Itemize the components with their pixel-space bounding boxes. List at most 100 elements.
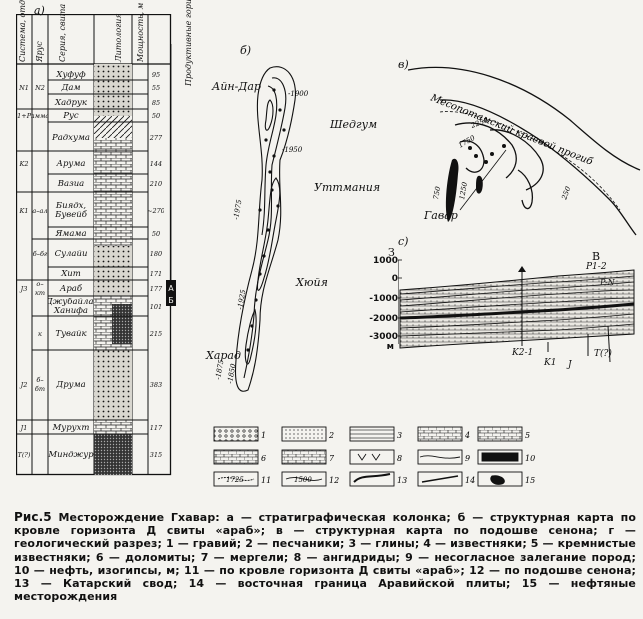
contour-label-b4: -1925 xyxy=(236,289,247,311)
legend-num-5: 5 xyxy=(525,431,530,440)
depth-minus-1000: -1000 xyxy=(369,294,398,304)
section-end-east: В xyxy=(592,250,601,263)
strat-row-formation: Биядх, Бувейб xyxy=(55,201,87,220)
header-lithology: Литология xyxy=(114,13,123,62)
contour-label-b5: -1875 xyxy=(214,359,225,381)
legend-contour-1725: 1725 xyxy=(226,476,244,484)
legend-num-10: 10 xyxy=(525,454,535,463)
figure-caption: Рис.5 Месторождение Гхавар: а — стратигр… xyxy=(14,510,636,604)
strat-row-stage: б–бг xyxy=(32,249,48,258)
strat-row-thickness: 177 xyxy=(149,284,163,293)
strat-row-formation: Мурухт xyxy=(52,422,90,433)
strat-row-thickness: 144 xyxy=(149,159,163,168)
legend-num-12: 12 xyxy=(329,476,339,485)
horizon-a: А xyxy=(168,284,174,293)
legend-num-11: 11 xyxy=(261,476,271,485)
legend-contour-1500: 1500 xyxy=(294,476,312,484)
legend-num-6: 6 xyxy=(261,454,266,463)
figure-number: Рис.5 xyxy=(14,510,52,524)
strat-row-formation: Тувайк xyxy=(55,328,87,339)
contour-label-b3: -1975 xyxy=(232,199,243,221)
legend-num-9: 9 xyxy=(465,454,470,463)
strat-row-system: J3 xyxy=(20,284,28,293)
strat-row-thickness: 180 xyxy=(149,249,163,258)
contour-label-v5: 250 xyxy=(560,185,573,202)
legend-num-2: 2 xyxy=(328,431,334,440)
place-ain-dar: Айн-Дар xyxy=(212,80,261,93)
strat-row-thickness: ~270 xyxy=(148,206,164,215)
trough-label: Месопотамский краевой прогиб xyxy=(428,92,595,168)
stratigraphic-column: А Б xyxy=(16,14,176,476)
panel-label-b: б) xyxy=(240,44,252,57)
contour-label-b2: -1950 xyxy=(282,146,303,154)
strat-row-thickness: 215 xyxy=(149,329,163,338)
place-haradh: Харад xyxy=(206,349,241,362)
strat-row-formation: Ямама xyxy=(55,229,87,239)
regional-map-v: Месопотамский краевой прогиб 2250 1750 7… xyxy=(407,66,641,236)
strat-row-stage: а–ал xyxy=(32,206,48,215)
place-uthmaniya: Уттмания xyxy=(314,181,381,194)
strat-row-thickness: 315 xyxy=(149,450,163,459)
strat-row-formation: Минджур xyxy=(48,449,94,460)
contour-label-b6: -1850 xyxy=(226,363,237,385)
header-productive: Продуктивные горизонты xyxy=(184,0,193,86)
strat-row-stage: N2 xyxy=(35,84,45,92)
strat-row-system: T(?) xyxy=(17,450,31,459)
header-stage: Ярус xyxy=(35,41,44,62)
strat-row-thickness: 117 xyxy=(149,423,163,432)
depth-0: 0 xyxy=(391,274,398,284)
strat-row-thickness: 50 xyxy=(151,112,161,120)
legend-num-8: 8 xyxy=(397,454,402,463)
strat-row-formation: Дам xyxy=(61,83,81,93)
strat-row-stage: о–кт xyxy=(34,282,46,296)
header-formation: Серия, свита xyxy=(58,3,67,62)
depth-minus-3000: -3000 xyxy=(369,332,398,342)
strat-row-formation: Араб xyxy=(59,283,83,294)
strat-row-formation: Арума xyxy=(56,158,86,169)
layer-label-t: T(?) xyxy=(594,349,612,359)
contour-label-v2: 1750 xyxy=(457,134,477,150)
strat-row-formation: Хит xyxy=(61,269,81,279)
panel-label-a: а) xyxy=(34,4,45,17)
horizon-b: Б xyxy=(168,296,174,305)
strat-row-stage: Даммам xyxy=(32,112,48,120)
legend-num-7: 7 xyxy=(329,454,335,463)
place-shedgum: Шедгум xyxy=(330,118,378,131)
layer-label-k1: K1 xyxy=(544,358,557,368)
strat-row-thickness: 171 xyxy=(149,270,163,278)
strat-row-stage: б–бт xyxy=(34,376,46,393)
structural-map-b: -1900 -1950 -1975 -1925 -1875 -1850 xyxy=(214,66,309,392)
legend: 1 2 3 4 5 6 7 8 9 10 11 12 13 14 15 1725… xyxy=(213,426,535,487)
strat-row-system: J1 xyxy=(20,423,28,432)
legend-num-1: 1 xyxy=(261,431,266,440)
header-system: Система, отдел xyxy=(18,0,27,62)
contour-label-b1: -1900 xyxy=(288,90,309,98)
depth-1000: 1000 xyxy=(372,256,398,266)
strat-row-thickness: 85 xyxy=(151,98,161,107)
strat-row-formation: Хадрук xyxy=(55,97,87,108)
strat-row-formation: Хуфуф xyxy=(56,70,86,80)
strat-row-system: N1 xyxy=(19,84,29,92)
strat-row-thickness: 210 xyxy=(149,179,163,188)
caption-text: Месторождение Гхавар: а — стратиграфичес… xyxy=(14,511,636,604)
layer-label-j: J xyxy=(568,360,572,370)
contour-label-v4: 1250 xyxy=(458,181,469,200)
layer-label-p12: P1-2 xyxy=(586,262,607,272)
strat-row-stage: к xyxy=(38,329,42,338)
strat-row-system: J2 xyxy=(20,380,28,389)
strat-row-formation: Джубайла, Ханифа xyxy=(48,298,94,316)
place-ghawar: Гавар xyxy=(424,209,458,222)
layer-label-k21: K2-1 xyxy=(512,348,534,358)
depth-unit: м xyxy=(386,342,394,352)
strat-row-thickness: 101 xyxy=(149,302,163,311)
geologic-section xyxy=(398,259,635,363)
contour-label-v3: 750 xyxy=(432,185,442,200)
strat-row-thickness: 277 xyxy=(149,134,163,142)
strat-row-thickness: 383 xyxy=(149,380,163,389)
place-hawiyah: Хюйя xyxy=(296,276,328,289)
strat-row-thickness: 55 xyxy=(151,84,161,92)
panel-label-c: с) xyxy=(398,235,409,248)
strat-row-formation: Сулайи xyxy=(54,248,88,259)
depth-minus-2000: -2000 xyxy=(369,314,398,324)
strat-row-formation: Друма xyxy=(56,379,86,390)
